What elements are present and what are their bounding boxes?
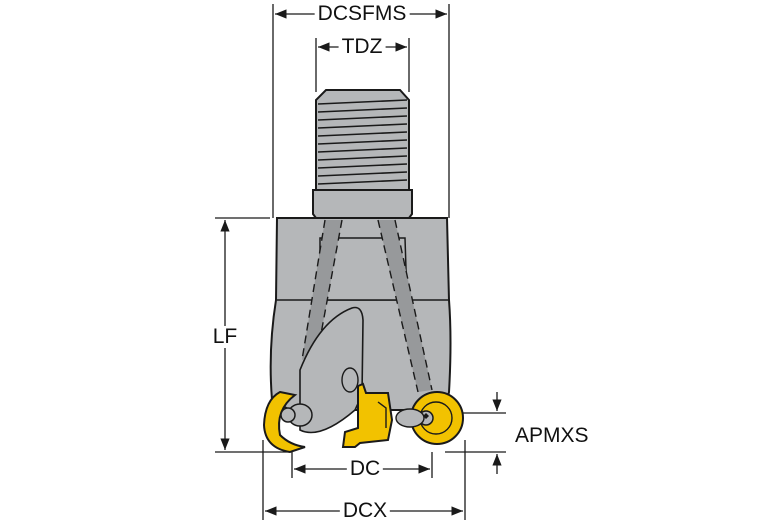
tdz-label: TDZ <box>338 36 386 58</box>
chip-pocket <box>299 306 364 434</box>
dcsfms-label: DCSFMS <box>314 3 410 25</box>
insert-center <box>341 382 394 448</box>
lf-label: LF <box>209 326 241 348</box>
apmxs-label: APMXS <box>512 425 592 447</box>
shank-neck <box>312 189 413 219</box>
dcx-label: DCX <box>339 500 391 522</box>
dc-label: DC <box>346 458 384 480</box>
cutter-body <box>262 89 464 454</box>
insert-left <box>262 390 306 454</box>
